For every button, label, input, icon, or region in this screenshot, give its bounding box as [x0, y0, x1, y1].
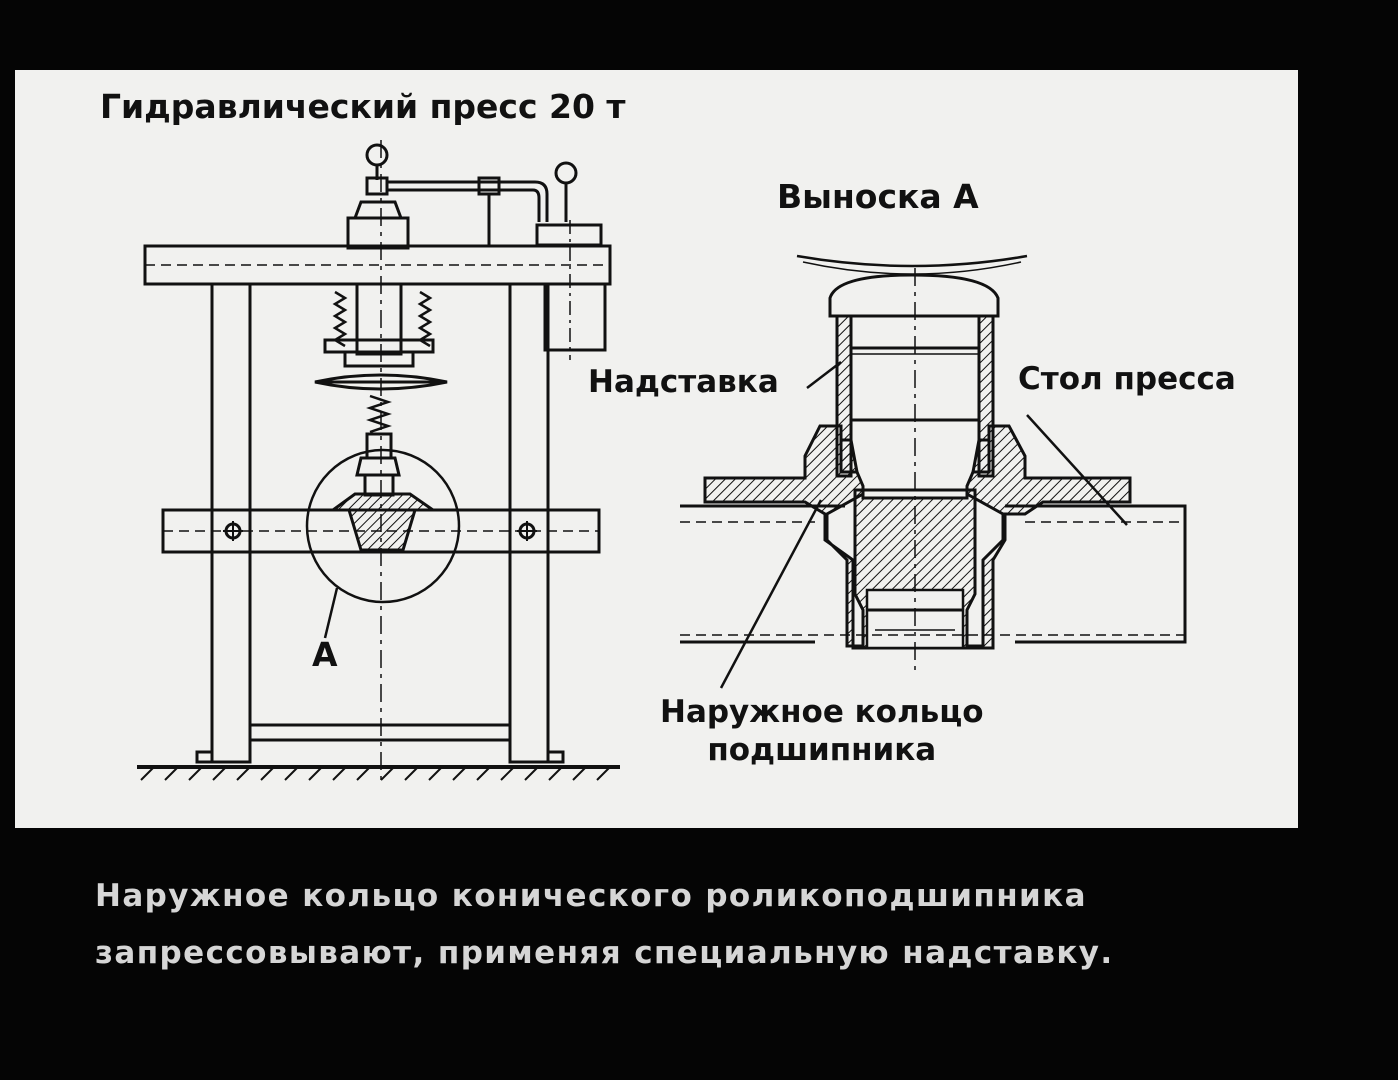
press-ram [355, 282, 403, 356]
return-springs [332, 290, 433, 348]
workpiece-hub [328, 492, 438, 552]
oil-tank [535, 223, 603, 247]
caption-line1: Наружное кольцо конического роликоподшип… [95, 878, 1087, 914]
label-bearing-ring-line2: подшипника [707, 731, 937, 768]
hydraulic-cylinder [346, 216, 410, 250]
table-bolt-right-icon [517, 521, 537, 541]
label-bearing-ring: Наружное кольцо подшипника [660, 694, 984, 770]
label-callout-marker: А [312, 635, 338, 674]
label-extension: Надставка [588, 364, 779, 400]
label-bearing-ring-line1: Наружное кольцо [660, 694, 984, 730]
pressure-gauge-icon [365, 143, 389, 196]
caption-line2: запрессовывают, применяя специальную над… [95, 935, 1114, 971]
extension-cap [828, 273, 1000, 318]
leader-outer-ring [719, 499, 823, 689]
slide-panel: Гидравлический пресс 20 т Выноска А Надс… [15, 70, 1298, 828]
leader-extension [806, 361, 842, 389]
caption: Наружное кольцо конического роликоподшип… [95, 868, 1295, 982]
callout-a-detail [680, 254, 1187, 689]
hydraulic-press-drawing [137, 140, 620, 785]
table-bolt-left-icon [223, 521, 243, 541]
diagram-title: Гидравлический пресс 20 т [100, 87, 626, 126]
leader-press-table [1026, 414, 1128, 526]
technical-drawing [137, 140, 1187, 785]
callout-title: Выноска А [777, 177, 979, 216]
label-press-table: Стол пресса [1018, 361, 1236, 397]
callout-circle-a [305, 448, 461, 604]
hydraulic-piping [387, 161, 578, 246]
